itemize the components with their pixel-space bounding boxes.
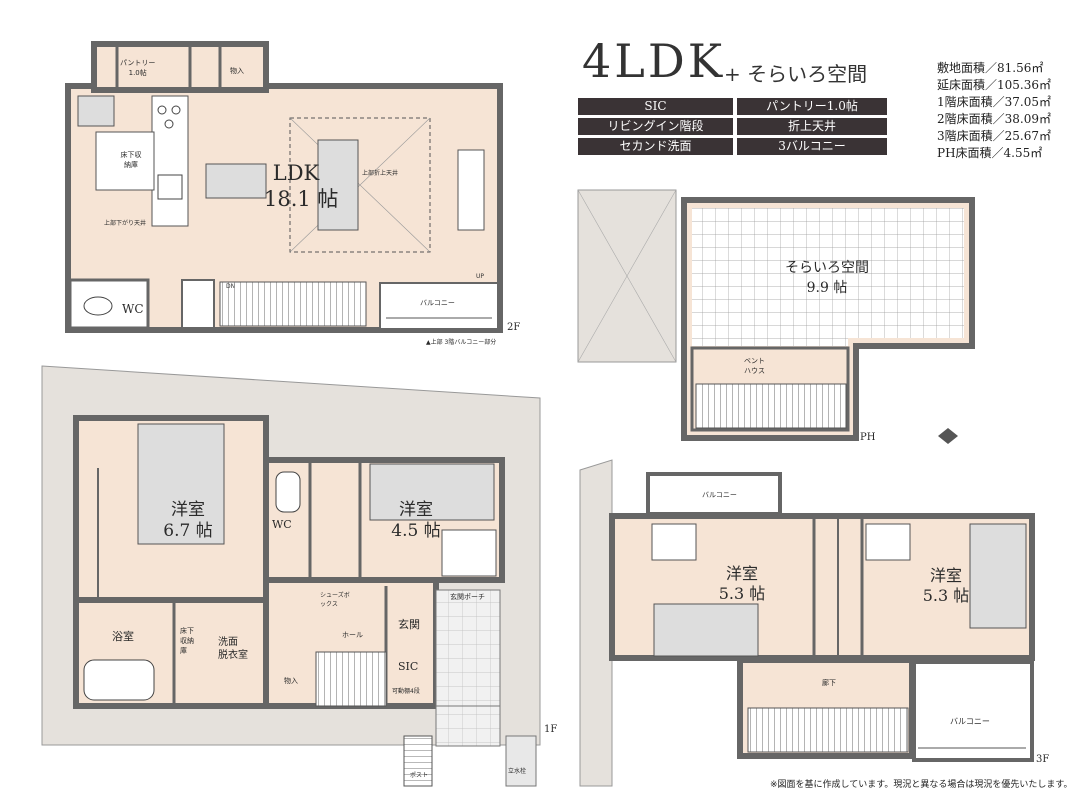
balcony-2f: バルコニー: [420, 299, 455, 307]
room-pantry: パントリー 1.0帖: [120, 59, 156, 77]
feature-item: 折上天井: [737, 118, 887, 135]
feature-item: セカンド洗面: [578, 138, 733, 155]
area-item: 延床面積／105.36㎡: [937, 78, 1051, 92]
svg-text:UP: UP: [476, 273, 484, 280]
plan-subtitle: + そらいろ空間: [724, 62, 868, 86]
ceiling-note: 上部折上天井: [362, 170, 399, 177]
shoes-box: シューズボックス: [320, 592, 350, 608]
area-item: 敷地面積／81.56㎡: [937, 61, 1044, 75]
balcony-3f-right: バルコニー: [950, 717, 990, 726]
room-wc-1f: WC: [272, 518, 292, 531]
room-bedroom-3f-b: 洋室 5.3 帖: [922, 566, 970, 605]
floor-1f: [41, 365, 541, 787]
vent-house: ベント ハウス: [744, 357, 765, 375]
sic-shelf: 可動棚4段: [392, 688, 420, 695]
area-list: 敷地面積／81.56㎡ 延床面積／105.36㎡ 1階床面積／37.05㎡ 2階…: [937, 60, 1051, 162]
area-item: PH床面積／4.55㎡: [937, 146, 1043, 160]
post-label: ポスト: [410, 772, 429, 779]
feature-item: 3バルコニー: [737, 138, 887, 155]
floor-tag-1f: 1F: [544, 724, 558, 735]
area-item: 2階床面積／38.09㎡: [937, 112, 1051, 126]
room-washroom: 洗面 脱衣室: [218, 637, 248, 661]
feature-item: SIC: [578, 98, 733, 115]
room-bedroom-3f-a: 洋室 5.3 帖: [718, 564, 766, 603]
storage-1f: 物入: [284, 677, 298, 685]
room-sky-space: そらいろ空間 9.9 帖: [785, 260, 869, 296]
area-item: 1階床面積／37.05㎡: [937, 95, 1051, 109]
note-bottom-2f: ▲上部 3階バルコニー部分: [426, 339, 497, 346]
underfloor-storage-2f: 床下収納庫: [120, 151, 142, 169]
feature-item: パントリー1.0帖: [737, 98, 887, 115]
floor-ph: [577, 189, 975, 444]
room-storage-2f: 物入: [230, 67, 244, 75]
feature-item: リビングイン階段: [578, 118, 733, 135]
room-wc-2f: WC: [122, 302, 144, 316]
footer-note: ※図面を基に作成しています。現況と異なる場合は現況を優先いたします。: [770, 780, 1073, 790]
floor-tag-ph: PH: [860, 432, 876, 443]
room-entrance: 玄関: [398, 618, 420, 631]
underfloor-storage-1f: 床下収納庫: [180, 627, 194, 655]
floor-2f: UP DN: [65, 41, 503, 333]
area-item: 3階床面積／25.67㎡: [937, 129, 1051, 143]
faucet-label: 立水栓: [508, 768, 527, 775]
plan-title: 4LDK: [582, 34, 726, 88]
room-hall: ホール: [342, 631, 363, 639]
feature-list: SIC パントリー1.0帖 リビングイン階段 折上天井 セカンド洗面 3バルコニ…: [578, 98, 887, 155]
room-bedroom-1f-a: 洋室 6.7 帖: [163, 500, 213, 541]
ceiling-drop-note: 上部下がり天井: [104, 220, 147, 227]
porch-label: 玄関ポーチ: [450, 593, 485, 601]
room-ldk: LDK 18.1 帖: [264, 161, 339, 211]
svg-text:DN: DN: [226, 283, 235, 290]
floor-tag-2f: 2F: [507, 322, 521, 333]
corridor-3f: 廊下: [822, 679, 836, 687]
room-bedroom-1f-b: 洋室 4.5 帖: [391, 500, 441, 541]
floor-tag-3f: 3F: [1036, 754, 1050, 765]
2f-pantry-block: [91, 41, 269, 93]
floor-3f: [579, 459, 1035, 787]
room-bath: 浴室: [112, 630, 134, 643]
room-sic: SIC: [398, 660, 419, 673]
balcony-3f-top: バルコニー: [702, 491, 737, 499]
